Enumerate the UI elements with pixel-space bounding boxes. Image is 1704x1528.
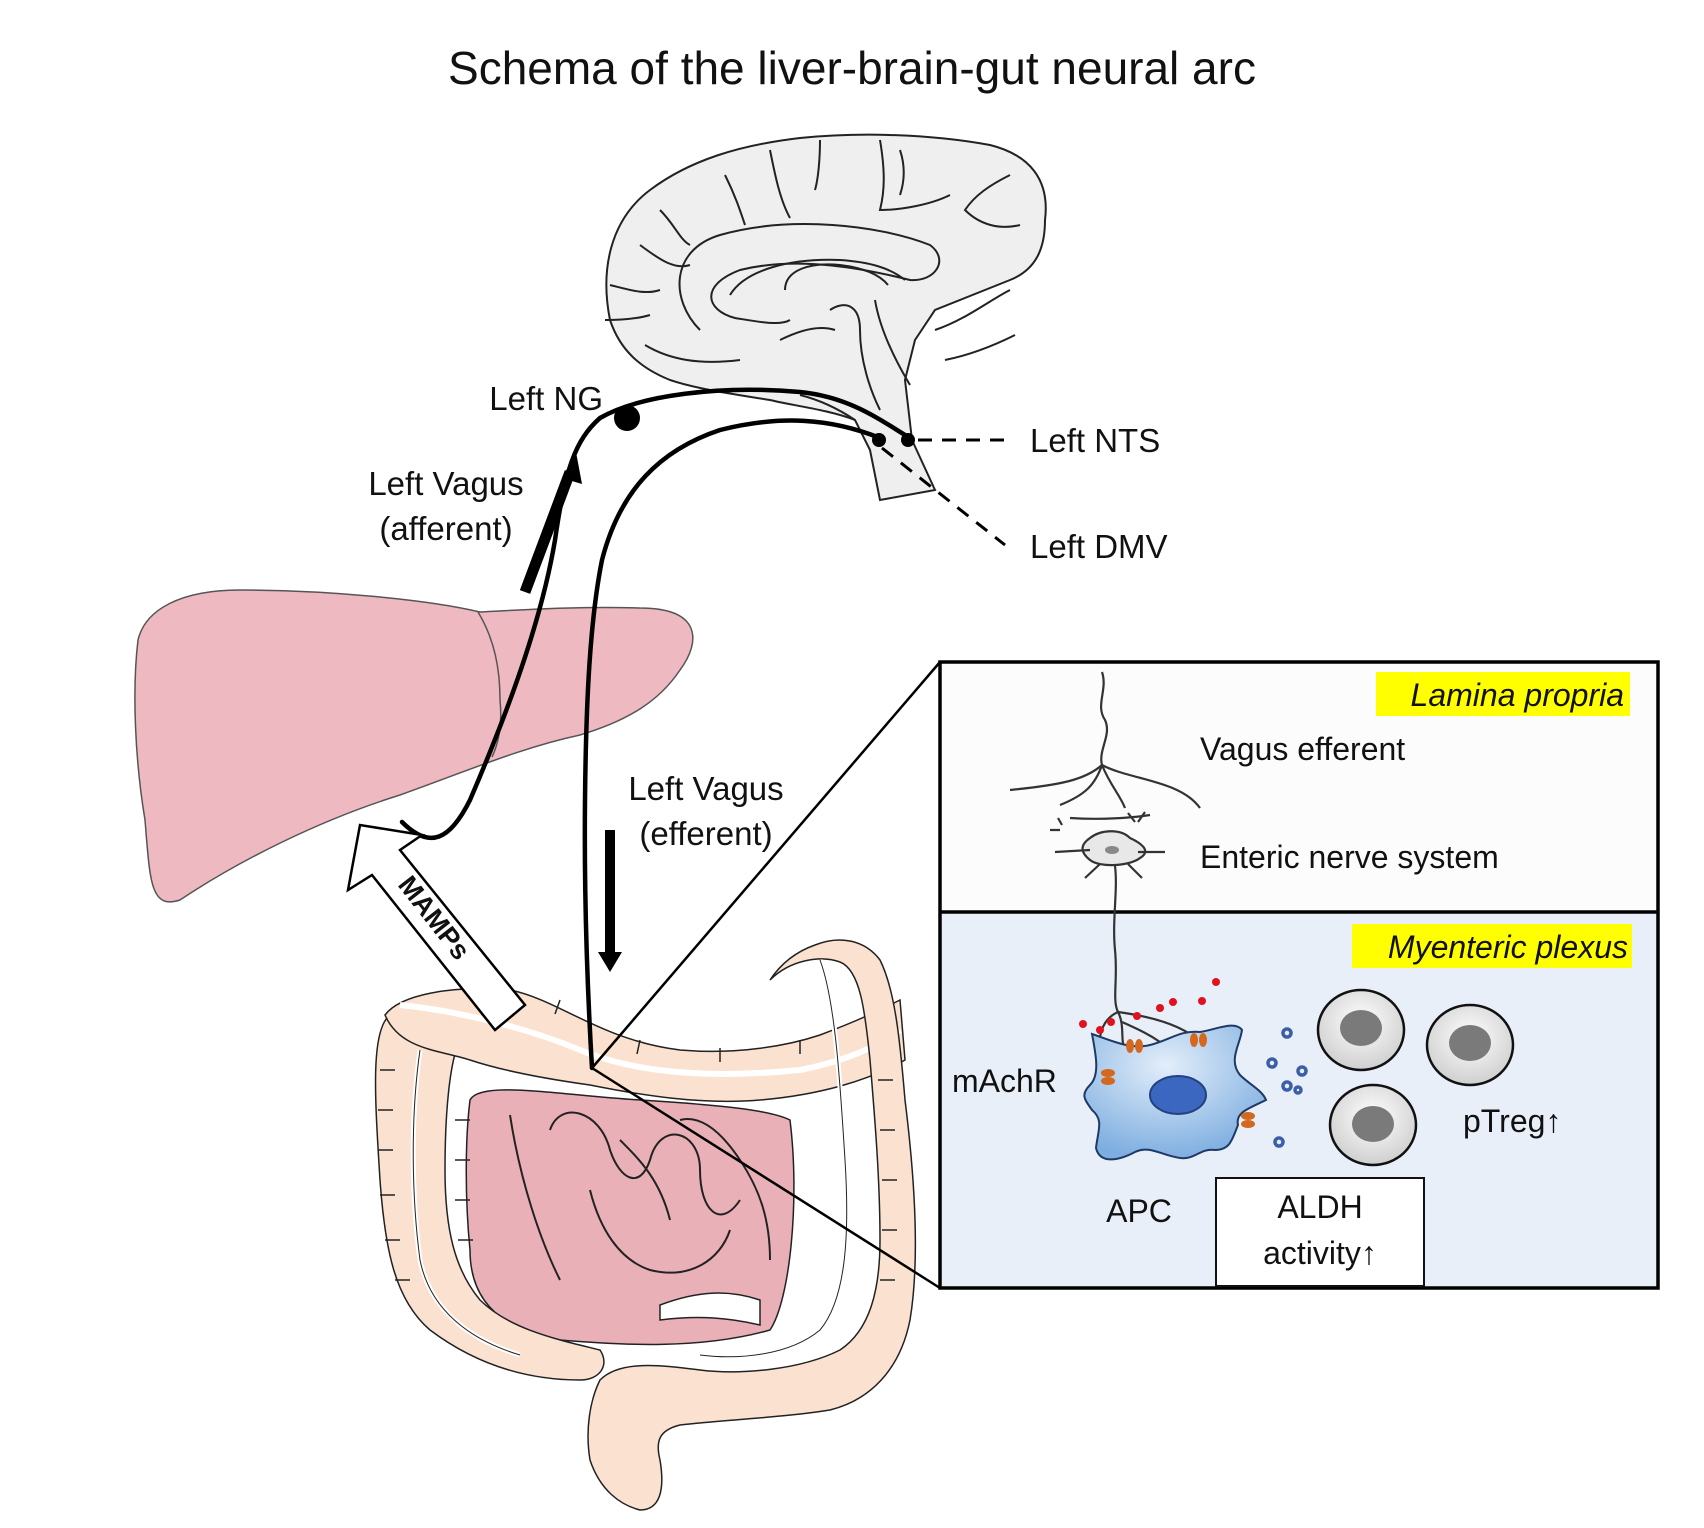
- left-dmv-leader: [881, 446, 1006, 547]
- intestine-illustration: [374, 939, 917, 1511]
- liver-illustration: [134, 589, 694, 903]
- apc-nucleus: [1149, 1075, 1207, 1115]
- neuron-nucleus: [1105, 846, 1119, 854]
- left-nts-label: Left NTS: [1030, 422, 1160, 459]
- left-ng-label: Left NG: [489, 380, 603, 417]
- vagus-efferent-label: Vagus efferent: [1200, 731, 1405, 767]
- treg-cell: [1328, 1083, 1418, 1167]
- myenteric-plexus-highlight: [1352, 924, 1632, 968]
- zoom-line-top: [591, 661, 941, 1069]
- treg-cell: [1316, 988, 1406, 1072]
- acetylcholine-dots: [1079, 978, 1220, 1034]
- vagus-efferent-nerve: [582, 418, 883, 1071]
- ptreg-label: pTreg↑: [1463, 1103, 1561, 1139]
- left-dmv-nucleus: [872, 433, 886, 447]
- inset-panel: Lamina propria Myenteric plexus Vagus ef…: [938, 660, 1660, 1290]
- treg-cell: [1425, 1003, 1515, 1087]
- left-nts-nucleus: [901, 433, 915, 447]
- enteric-nerve-system-label: Enteric nerve system: [1200, 839, 1499, 875]
- afferent-arrow: [519, 452, 582, 594]
- brain-outline: [605, 133, 1047, 502]
- apc-label: APC: [1106, 1193, 1172, 1229]
- figure-title: Schema of the liver-brain-gut neural arc: [448, 42, 1256, 94]
- efferent-arrow: [598, 830, 622, 972]
- left-vagus-afferent-label: Left Vagus: [368, 465, 523, 502]
- aldh-activity-label: activity↑: [1263, 1235, 1377, 1271]
- left-vagus-efferent-label: Left Vagus: [628, 770, 783, 807]
- left-dmv-label: Left DMV: [1030, 528, 1168, 565]
- aldh-label: ALDH: [1277, 1189, 1362, 1225]
- lamina-propria-header: Lamina propria: [1411, 677, 1624, 713]
- machr-receptors: [1101, 1033, 1255, 1128]
- aldh-box: [1215, 1177, 1425, 1287]
- zoom-line-bottom: [591, 1066, 941, 1290]
- left-vagus-efferent-sublabel: (efferent): [639, 815, 772, 852]
- left-ng-ganglion: [614, 405, 640, 431]
- lamina-propria-highlight: [1376, 672, 1630, 716]
- left-vagus-afferent-sublabel: (afferent): [379, 510, 512, 547]
- brain-illustration: [604, 133, 1047, 502]
- retinoic-acid-dots: [1266, 1027, 1308, 1148]
- machr-label: mAchR: [952, 1063, 1057, 1099]
- myenteric-plexus-header: Myenteric plexus: [1388, 929, 1628, 965]
